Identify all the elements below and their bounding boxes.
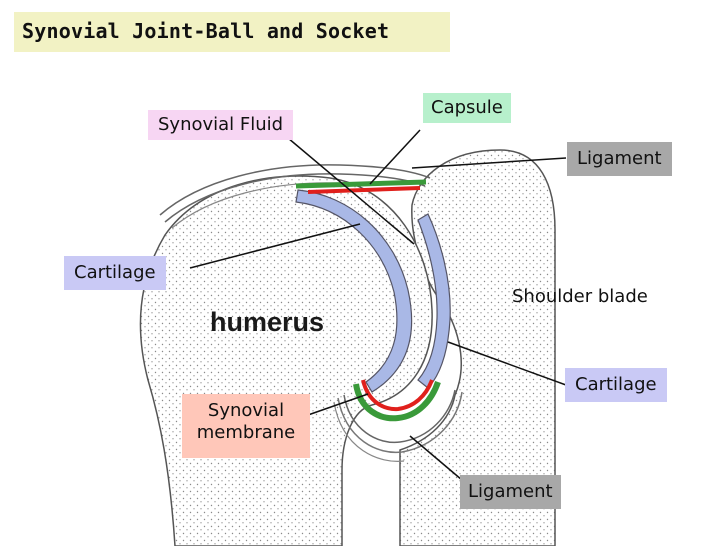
label-cartilage-right: Cartilage [565,368,667,402]
label-ligament-bottom: Ligament [460,475,561,509]
capsule-line-top [295,179,427,189]
label-cartilage-left: Cartilage [64,256,166,290]
label-shoulder-blade: Shoulder blade [512,286,648,307]
label-capsule: Capsule [423,93,511,123]
label-synovial-fluid: Synovial Fluid [148,110,294,140]
ligament-top-band [159,164,431,216]
ligament-bottom-band [343,389,456,444]
membrane-line-bottom [361,379,434,412]
diagram-title: Synovial Joint-Ball and Socket [14,12,450,52]
leader-ligament-bottom [409,435,463,481]
label-synovial-membrane-line2: membrane [196,422,296,443]
humerus-cartilage [295,189,413,393]
leader-synovial-membrane [307,393,369,416]
membrane-line-top [307,186,421,194]
leader-capsule [369,129,421,185]
leader-synovial-fluid [287,137,415,245]
label-ligament-top: Ligament [567,142,672,176]
label-synovial-membrane: Synovial membrane [182,394,310,458]
label-synovial-membrane-line1: Synovial [207,400,285,421]
socket-cartilage [417,213,451,389]
leader-cartilage-right [447,341,567,386]
capsule-line-bottom [353,380,441,422]
leader-ligament-top [411,157,567,169]
leader-cartilage-left [189,223,361,269]
label-humerus: humerus [210,307,325,337]
